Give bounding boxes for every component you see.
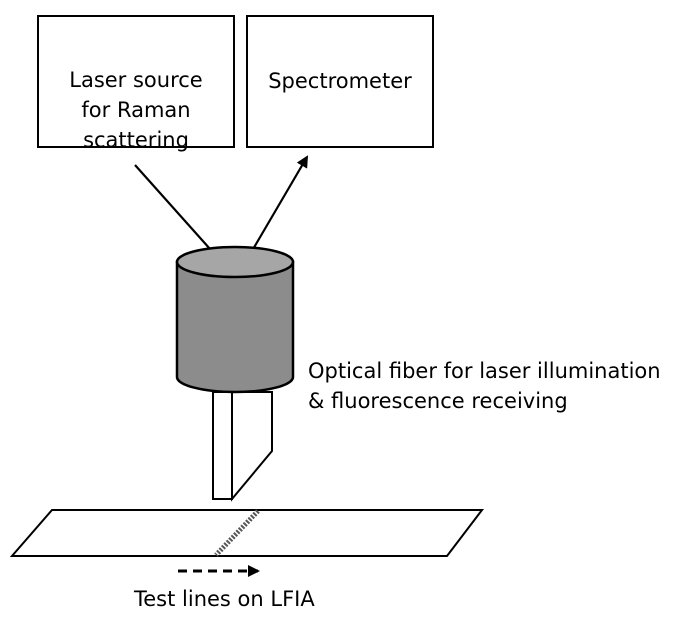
laser-source-box: Laser source for Raman scattering — [37, 15, 235, 152]
lfia-label: Test lines on LFIA — [134, 587, 315, 611]
fiber-probe-stem-side — [231, 391, 273, 502]
test-line-mark — [214, 509, 260, 557]
spectrometer-box: Spectrometer — [246, 15, 434, 148]
fiber-head-cylinder-top — [175, 245, 295, 279]
lfia-strip — [9, 509, 485, 557]
fiber-label: Optical fiber for laser illumination & f… — [308, 356, 661, 416]
laser-source-label: Laser source for Raman scattering — [69, 68, 203, 152]
fiber-probe-stem — [212, 391, 233, 500]
fiber-label-line2: & fluorescence receiving — [308, 389, 568, 413]
spectrometer-label: Spectrometer — [268, 69, 412, 93]
fiber-label-line1: Optical fiber for laser illumination — [308, 359, 661, 383]
fiber-head-cylinder-body — [175, 260, 295, 394]
